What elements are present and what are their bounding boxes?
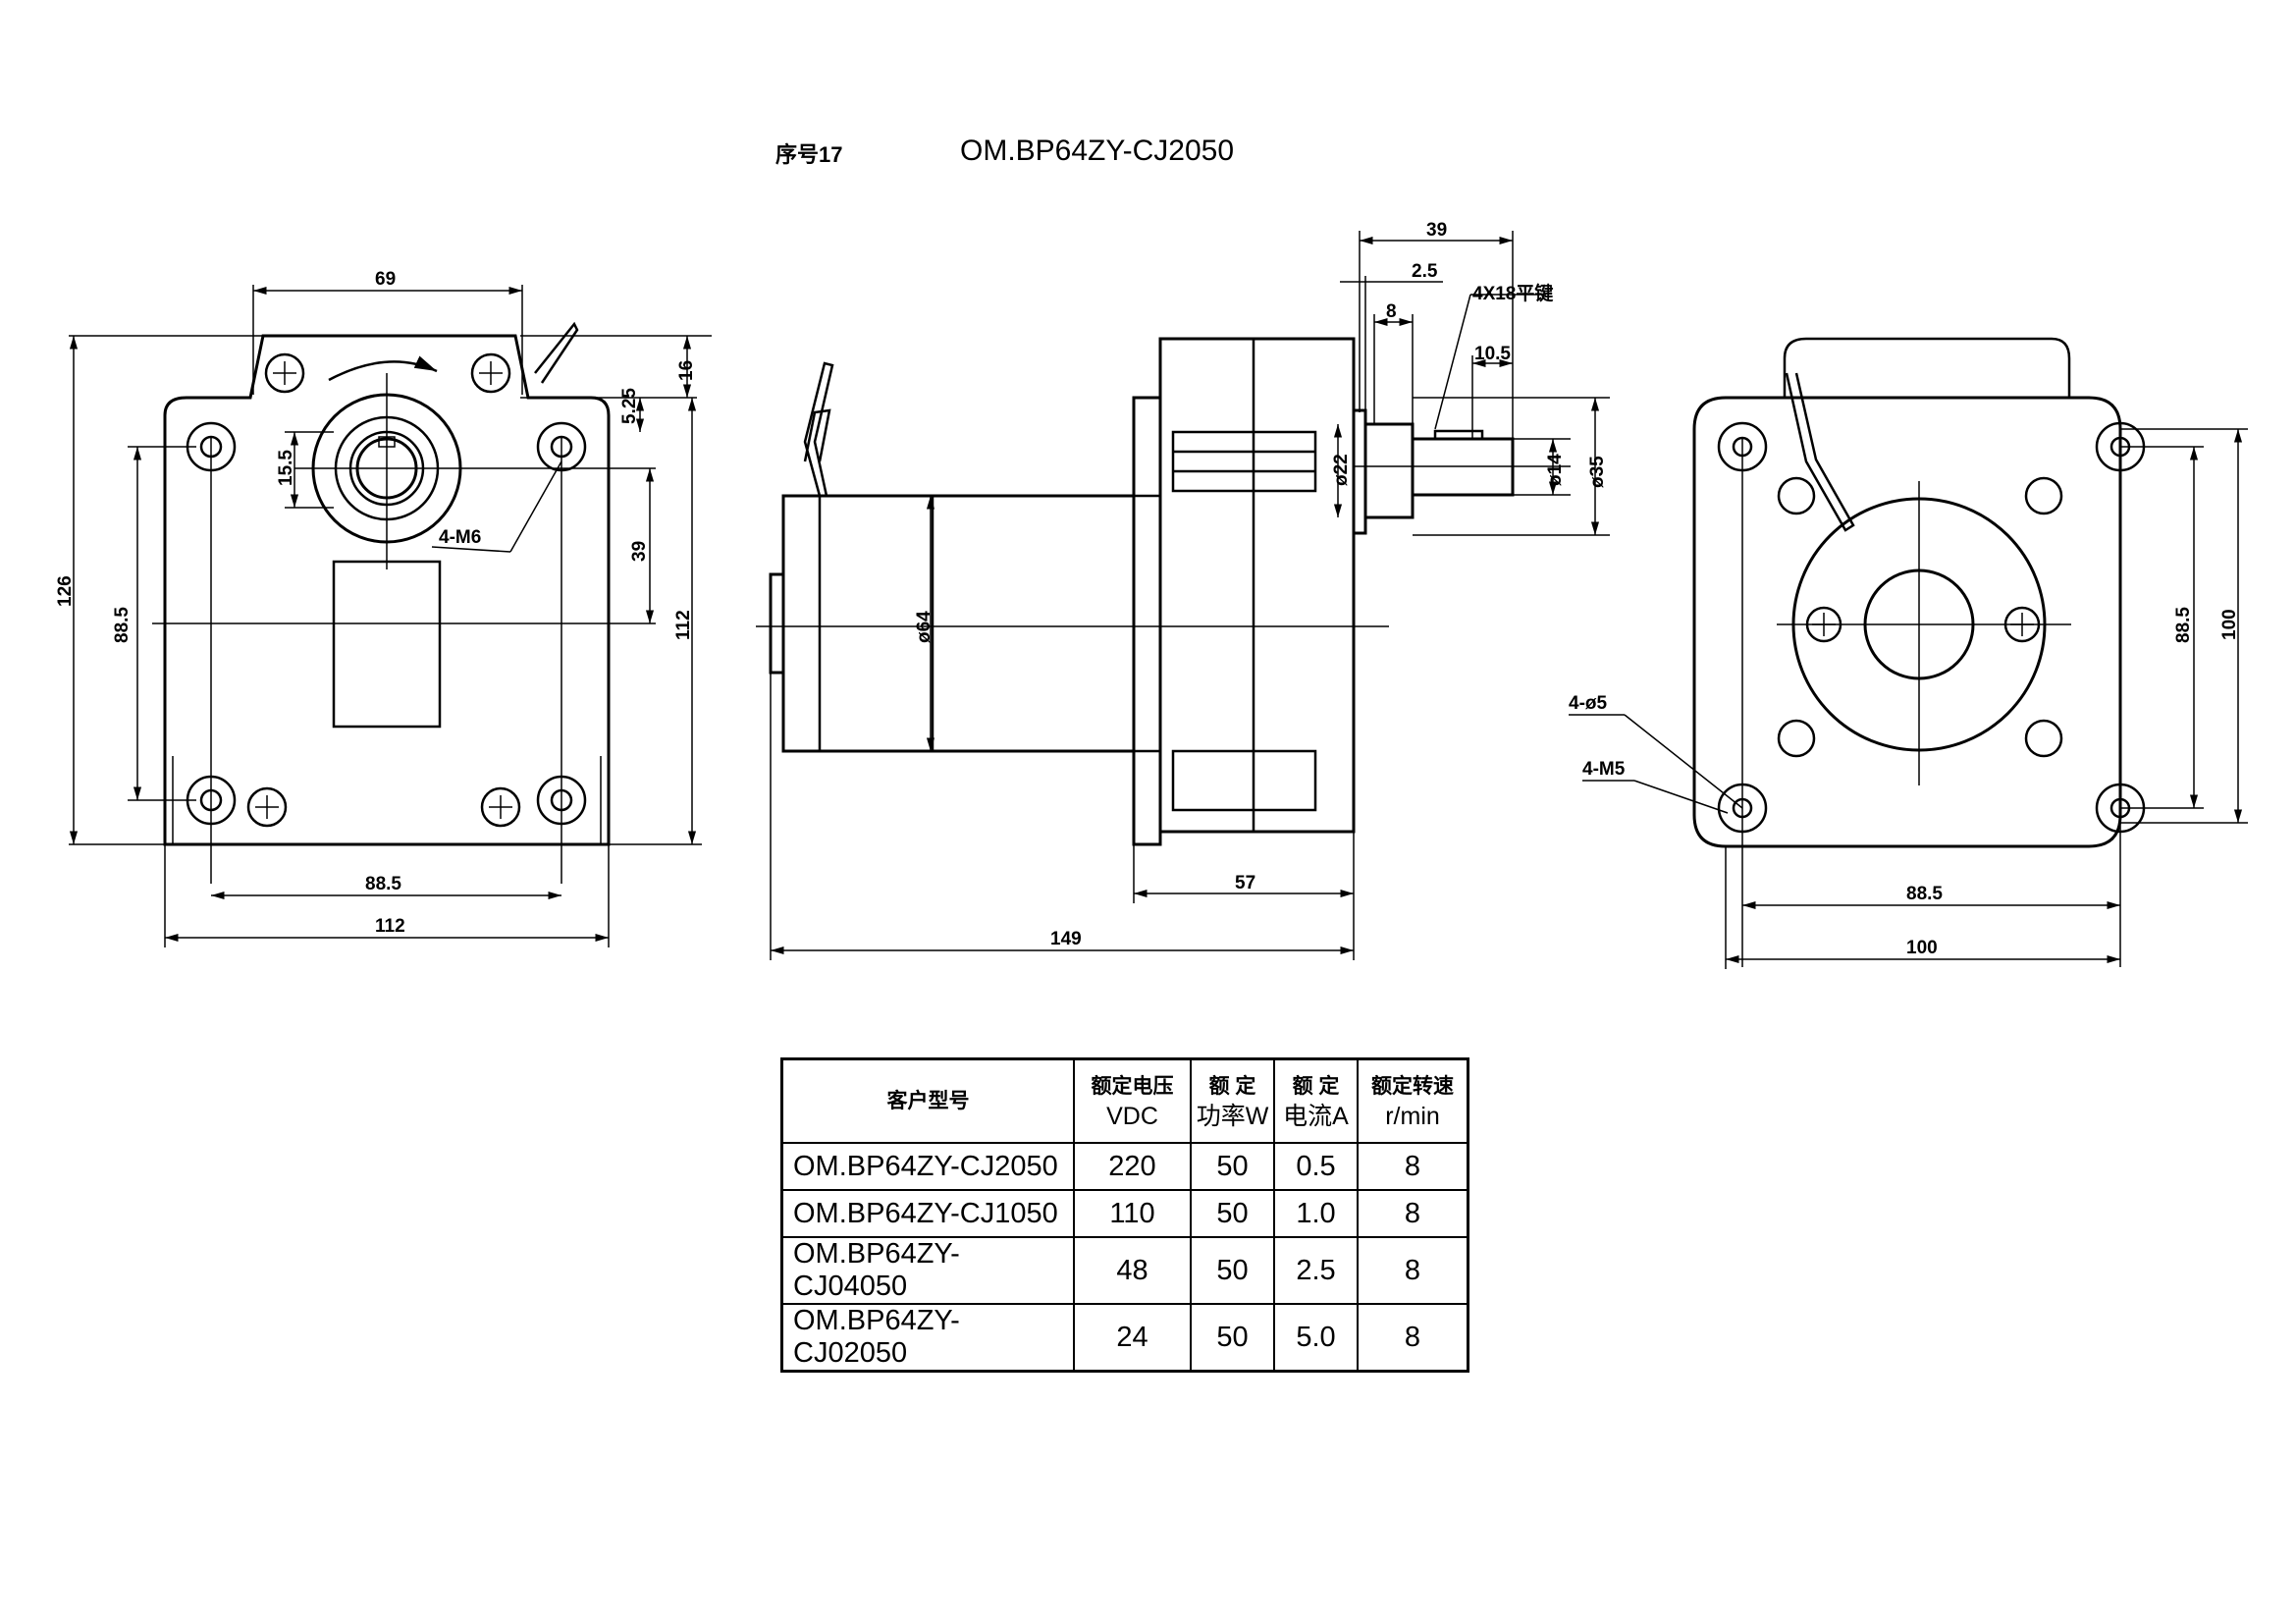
cell-voltage: 220 bbox=[1073, 1142, 1192, 1191]
dim-front-126: 126 bbox=[55, 575, 76, 607]
cell-speed: 8 bbox=[1357, 1236, 1469, 1305]
rear-view-outline bbox=[1692, 396, 2122, 848]
label-4-phi5: 4-ø5 bbox=[1569, 693, 1608, 714]
cell-power: 50 bbox=[1190, 1189, 1275, 1238]
rear-lead-wire bbox=[1785, 372, 1855, 532]
front-screw-heads bbox=[246, 352, 521, 828]
cell-current: 5.0 bbox=[1273, 1303, 1359, 1373]
label-key: 4X18平键 bbox=[1472, 282, 1553, 304]
cell-model: OM.BP64ZY-CJ02050 bbox=[780, 1303, 1075, 1373]
header-current: 额 定电流A bbox=[1273, 1057, 1359, 1144]
label-4-m6: 4-M6 bbox=[439, 527, 481, 548]
side-lead-wire bbox=[803, 361, 834, 497]
dim-front-88-5-horizontal: 88.5 bbox=[365, 874, 401, 894]
cell-voltage: 110 bbox=[1073, 1189, 1192, 1238]
dim-rear-88-5-horizontal: 88.5 bbox=[1906, 884, 1943, 904]
dim-side-10-5: 10.5 bbox=[1474, 344, 1511, 364]
cell-voltage: 24 bbox=[1073, 1303, 1192, 1373]
cell-power: 50 bbox=[1190, 1236, 1275, 1305]
front-view: 69 126 88.5 15.5 16 5.25 39 112 88.5 112… bbox=[55, 269, 712, 947]
dim-side-57: 57 bbox=[1235, 873, 1255, 893]
dim-rear-100-horizontal: 100 bbox=[1906, 938, 1938, 958]
dim-side-phi22: ø22 bbox=[1331, 454, 1352, 486]
cell-power: 50 bbox=[1190, 1142, 1275, 1191]
cell-model: OM.BP64ZY-CJ04050 bbox=[780, 1236, 1075, 1305]
dim-side-phi35: ø35 bbox=[1587, 456, 1608, 488]
dim-front-39: 39 bbox=[629, 541, 650, 562]
table-row: OM.BP64ZY-CJ2050 220 50 0.5 8 bbox=[780, 1142, 1469, 1191]
dim-side-2-5: 2.5 bbox=[1412, 261, 1438, 282]
dim-front-88-5-vertical: 88.5 bbox=[112, 607, 133, 643]
dim-side-8: 8 bbox=[1386, 301, 1397, 322]
dim-front-69: 69 bbox=[375, 269, 396, 290]
cell-model: OM.BP64ZY-CJ2050 bbox=[780, 1142, 1075, 1191]
dim-front-5-25: 5.25 bbox=[619, 388, 640, 424]
front-lead-wire bbox=[534, 321, 579, 384]
cell-voltage: 48 bbox=[1073, 1236, 1192, 1305]
header-power: 额 定功率W bbox=[1190, 1057, 1275, 1144]
dim-front-112-horizontal: 112 bbox=[375, 916, 405, 937]
gearbox-body bbox=[1158, 337, 1356, 834]
dim-front-15-5: 15.5 bbox=[276, 450, 296, 486]
dim-side-39: 39 bbox=[1426, 220, 1447, 241]
cell-current: 1.0 bbox=[1273, 1189, 1359, 1238]
rotation-arrow bbox=[328, 355, 438, 382]
table-row: OM.BP64ZY-CJ02050 24 50 5.0 8 bbox=[780, 1303, 1469, 1373]
dim-front-16: 16 bbox=[676, 360, 697, 381]
dim-side-149: 149 bbox=[1050, 929, 1082, 949]
cell-speed: 8 bbox=[1357, 1303, 1469, 1373]
serial-number: 序号17 bbox=[775, 142, 842, 167]
cell-current: 0.5 bbox=[1273, 1142, 1359, 1191]
rear-view: 88.5 100 88.5 100 4-ø5 4-M5 bbox=[1569, 337, 2248, 969]
label-4-m5: 4-M5 bbox=[1582, 759, 1626, 780]
cell-speed: 8 bbox=[1357, 1142, 1469, 1191]
table-row: OM.BP64ZY-CJ04050 48 50 2.5 8 bbox=[780, 1236, 1469, 1305]
model-title: OM.BP64ZY-CJ2050 bbox=[960, 135, 1234, 167]
dim-side-phi14: ø14 bbox=[1545, 454, 1566, 486]
cell-model: OM.BP64ZY-CJ1050 bbox=[780, 1189, 1075, 1238]
dim-rear-88-5-vertical: 88.5 bbox=[2173, 607, 2194, 643]
cell-speed: 8 bbox=[1357, 1189, 1469, 1238]
dim-front-112-vertical: 112 bbox=[673, 610, 694, 640]
side-view: 39 2.5 8 4X18平键 10.5 ø22 ø14 ø35 ø64 57 … bbox=[756, 220, 1610, 960]
rear-mount-holes bbox=[1717, 421, 2146, 834]
dim-rear-100-vertical: 100 bbox=[2219, 609, 2240, 640]
motor-body bbox=[781, 494, 1136, 753]
table-row: OM.BP64ZY-CJ1050 110 50 1.0 8 bbox=[780, 1189, 1469, 1238]
nameplate bbox=[332, 560, 442, 729]
header-model: 客户型号 bbox=[780, 1057, 1075, 1144]
dim-side-phi64: ø64 bbox=[914, 611, 934, 643]
cell-current: 2.5 bbox=[1273, 1236, 1359, 1305]
cell-power: 50 bbox=[1190, 1303, 1275, 1373]
